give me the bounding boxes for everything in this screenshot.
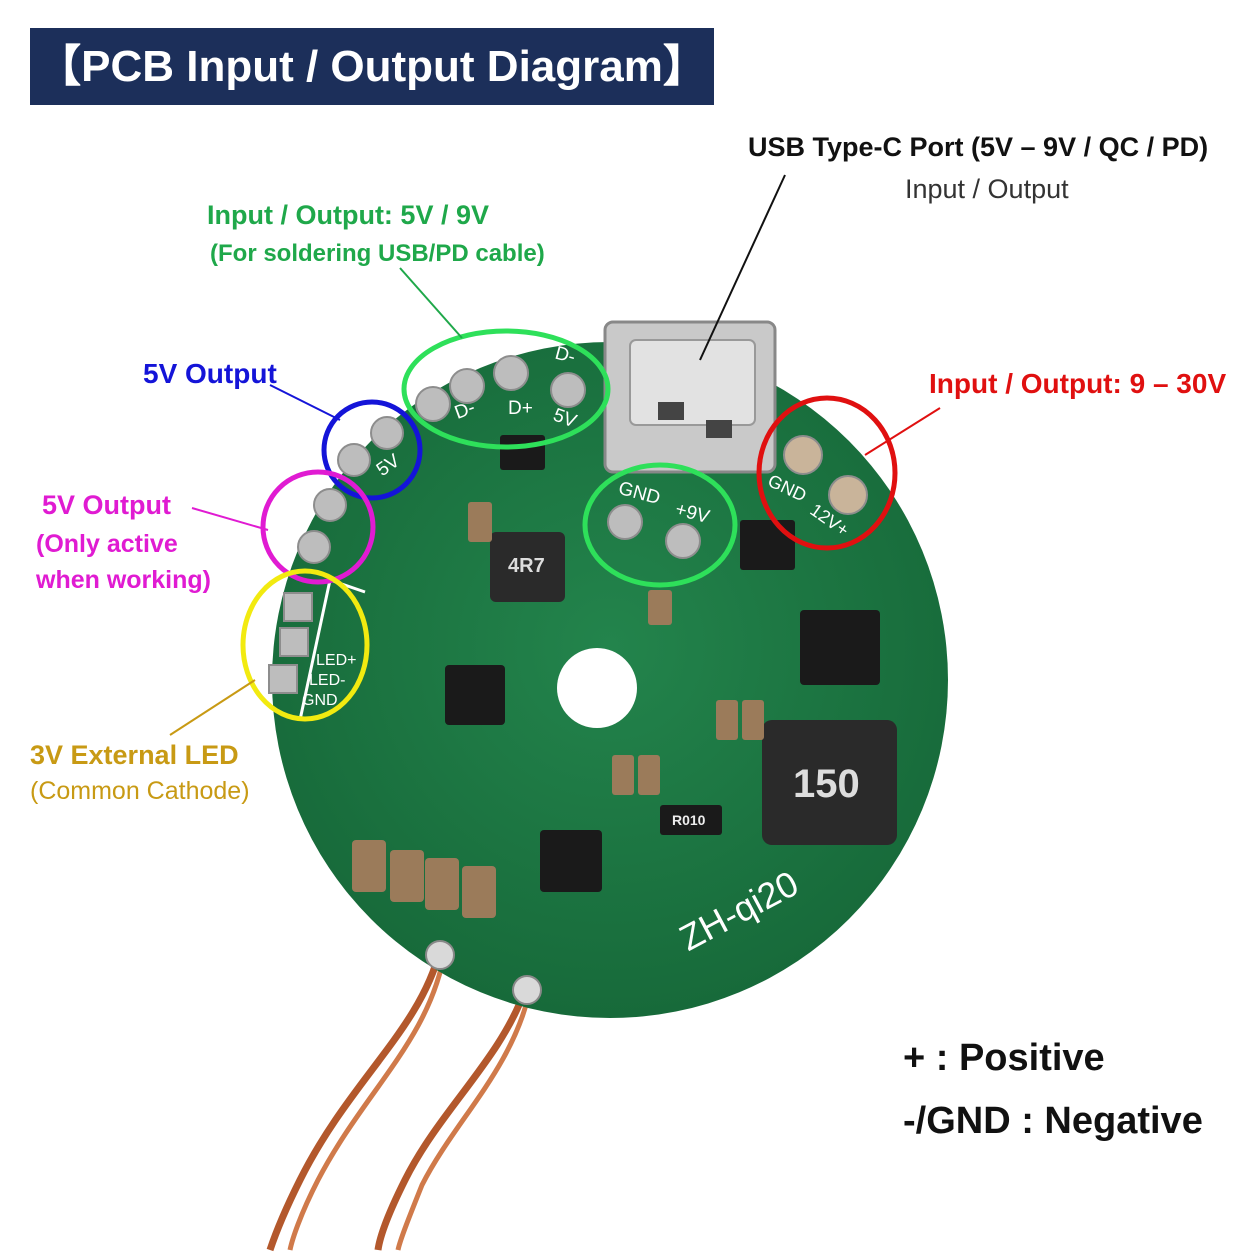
- leader-5v-output: [269, 384, 341, 421]
- callout-circle-led: [240, 568, 370, 722]
- label-led-title: 3V External LED: [30, 740, 239, 770]
- usb-c-connector: [603, 320, 777, 474]
- pads-top: [415, 355, 586, 422]
- pads-5v-active: [297, 488, 347, 564]
- solder-joints: [425, 940, 542, 1005]
- pads-gnd-12v: [783, 435, 868, 515]
- mounting-hole: [557, 648, 637, 728]
- coil-wires: [266, 949, 533, 1252]
- label-5v-active-2: (Only active: [36, 530, 178, 558]
- label-usbc-title: USB Type-C Port (5V – 9V / QC / PD): [748, 132, 1209, 162]
- label-5v-output: 5V Output: [143, 358, 277, 389]
- silk-led-minus: LED-: [309, 672, 346, 689]
- leader-5v9v: [399, 267, 463, 339]
- callout-circle-gnd-9v: [582, 462, 738, 588]
- resistor-label: R010: [672, 812, 706, 828]
- leader-usbc: [699, 174, 786, 361]
- label-5v-active-1: 5V Output: [42, 490, 171, 520]
- label-5v-active-3: when working): [36, 566, 211, 594]
- inductor-150-label: 150: [793, 762, 860, 806]
- label-5v9v-sub: (For soldering USB/PD cable): [210, 240, 545, 267]
- inductor-4r7-label: 4R7: [508, 555, 545, 577]
- callout-circle-9-30v: [756, 395, 898, 551]
- legend-positive: + : Positive: [903, 1037, 1105, 1079]
- label-led-sub: (Common Cathode): [30, 777, 250, 805]
- callout-circle-5v9v: [401, 328, 611, 450]
- leader-5v-active: [191, 507, 269, 531]
- page-title: 【PCB Input / Output Diagram】: [30, 28, 714, 105]
- label-9-30v: Input / Output: 9 – 30V: [929, 368, 1227, 399]
- leader-9-30v: [864, 407, 941, 456]
- label-usbc-sub: Input / Output: [905, 174, 1069, 204]
- silk-led-gnd: GND: [302, 692, 338, 709]
- label-5v9v-title: Input / Output: 5V / 9V: [207, 200, 489, 230]
- silk-d-plus: D+: [508, 398, 533, 419]
- callout-circle-5v-output: [321, 399, 423, 501]
- callout-circle-5v-active: [260, 469, 376, 585]
- leader-led: [169, 679, 256, 736]
- legend-negative: -/GND : Negative: [903, 1100, 1203, 1142]
- pads-5v: [337, 416, 404, 477]
- pads-gnd-9v: [607, 504, 701, 559]
- silk-led-plus: LED+: [316, 652, 357, 669]
